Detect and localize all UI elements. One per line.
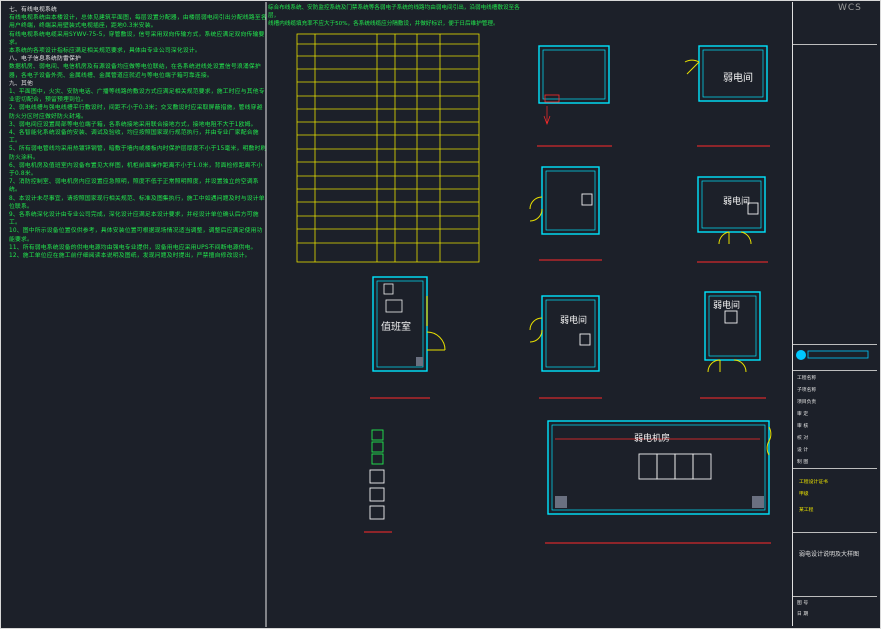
notes-heading: 八、电子信息系统防雷保护 (9, 56, 81, 63)
drawing-title: 弱电设计说明及大样图 (799, 551, 860, 558)
notes-paragraph: 6、弱电机房及值班室内设备布置见大样图，机柜前面操作距离不小于1.0米，背面检修… (9, 162, 263, 178)
title-block: 工程名称 子项名称 项目负责 审 定 审 核 校 对 设 计 制 图 工程设计证… (792, 2, 879, 626)
label-subitem: 子项名称 (797, 388, 817, 393)
room-label-machine: 弱电机房 (634, 434, 671, 444)
label-project-name: 工程名称 (797, 376, 817, 381)
notes-paragraph: 3、弱电间应设置局部等电位端子箱，各系统接地采用联合接地方式，接地电阻不大于1欧… (9, 121, 257, 128)
room-plan-machine-room (545, 420, 772, 544)
notes-paragraph: 7、消防控制室、弱电机房内应设置应急照明，照度不低于正常照明照度，并设置独立的空… (9, 179, 259, 194)
room-label-duty: 值班室 (381, 322, 411, 333)
room-plan-3 (529, 166, 602, 261)
room-label-5: 弱电间 (713, 301, 741, 311)
schedule-table (296, 33, 480, 263)
top-notes: 综合布线系统、安防监控系统及门禁系统等各弱电子系统的线路均由弱电间引出，沿弱电线… (268, 4, 520, 38)
drawing-title-cell: 弱电设计说明及大样图 (793, 532, 877, 597)
signature-table: 工程名称 子项名称 项目负责 审 定 审 核 校 对 设 计 制 图 (793, 370, 877, 469)
label-drawing-no: 图 号 (797, 601, 809, 606)
top-notes-line: 线槽内线缆填充率不应大于50%，各系统线缆应分隔敷设，并做好标识，便于日后维护管… (268, 21, 499, 27)
wcs-watermark: WCS (838, 3, 862, 13)
notes-paragraph: 有线电视系统电缆采用SYWV-75-5，穿管敷设，信号采用双向传输方式，系统应满… (9, 31, 265, 46)
notes-heading: 九、其他 (9, 80, 33, 87)
design-notes: 七、有线电视系统有线电视系统由本楼设计，总体见建筑平面图，每层设置分配器，由楼层… (9, 6, 267, 624)
notes-paragraph: 12、施工单位应在施工前仔细阅读本说明及图纸，发现问题及时提出，严禁擅自修改设计… (9, 253, 251, 260)
notes-heading: 七、有线电视系统 (9, 7, 57, 13)
label-drafting: 制 图 (797, 460, 809, 465)
room-plan-1 (537, 45, 612, 147)
notes-paragraph: 9、各系统深化设计由专业公司完成，深化设计应满足本设计要求，并经设计单位确认后方… (9, 212, 259, 227)
room-plan-duty-room (370, 276, 446, 399)
title-block-revisions (793, 44, 877, 345)
notes-paragraph: 有线电视系统由本楼设计，总体见建筑平面图，每层设置分配器，由楼层弱电间引出分配线… (9, 15, 267, 30)
label-review: 审 核 (797, 424, 809, 429)
notes-paragraph: 8、本设计未尽事宜，请按照国家现行相关规范、标准及图集执行，施工中如遇问题及时与… (9, 195, 265, 210)
room-label-2: 弱电间 (723, 197, 751, 207)
company-line-2: 甲级 (799, 492, 809, 497)
room-label-4: 弱电间 (560, 316, 588, 326)
company-line-1: 工程设计证书 (799, 480, 828, 485)
notes-paragraph: 10、图中所示设备位置仅供参考，具体安装位置可根据现场情况适当调整，调整后应满足… (9, 228, 263, 243)
label-date: 日 期 (797, 612, 809, 617)
title-block-header (793, 2, 877, 45)
room-plan-5 (529, 295, 602, 399)
label-approve: 审 定 (797, 412, 809, 417)
top-notes-line: 综合布线系统、安防监控系统及门禁系统等各弱电子系统的线路均由弱电间引出，沿弱电线… (268, 5, 520, 19)
label-project-lead: 项目负责 (797, 400, 817, 405)
label-design: 设 计 (797, 448, 809, 453)
equipment-column (364, 429, 392, 533)
label-check: 校 对 (797, 436, 809, 441)
notes-paragraph: 1、平面图中，火灾、安防电话、广播等线路的敷设方式应满足相关规范要求，施工时应与… (9, 89, 265, 104)
notes-paragraph: 本系统的各项设计指标应满足相关规范要求，具体由专业公司深化设计。 (9, 48, 201, 55)
room-plan-6 (700, 291, 766, 399)
room-plan-4 (697, 176, 768, 263)
notes-paragraph: 4、各智能化系统设备的安装、调试及验收，均应按照国家现行规范执行，并由专业厂家配… (9, 130, 259, 145)
room-plan-2 (684, 45, 770, 147)
company-logo-area (793, 344, 877, 371)
notes-paragraph: 2、弱电线槽与强电线槽平行敷设时，间距不小于0.3米；交叉敷设时应采取屏蔽措施，… (9, 105, 263, 120)
project-name: 某工程 (799, 508, 814, 513)
project-name-cell: 工程设计证书 甲级 某工程 (793, 468, 877, 533)
notes-paragraph: 5、所有弱电管线均采用热镀锌钢管，暗敷于墙内或楼板内时保护层厚度不小于15毫米，… (9, 146, 267, 161)
drawing-number-cell: 图 号 日 期 (793, 596, 877, 624)
room-label-1: 弱电间 (723, 73, 753, 84)
notes-paragraph: 11、所有弱电系统设备的供电电源均由强电专业提供，设备用电应采用UPS不间断电源… (9, 244, 257, 251)
notes-paragraph: 数据机房、弱电间、电信机房及有源设备均应做等电位联结，在各系统进线处设置信号浪涌… (9, 64, 261, 79)
